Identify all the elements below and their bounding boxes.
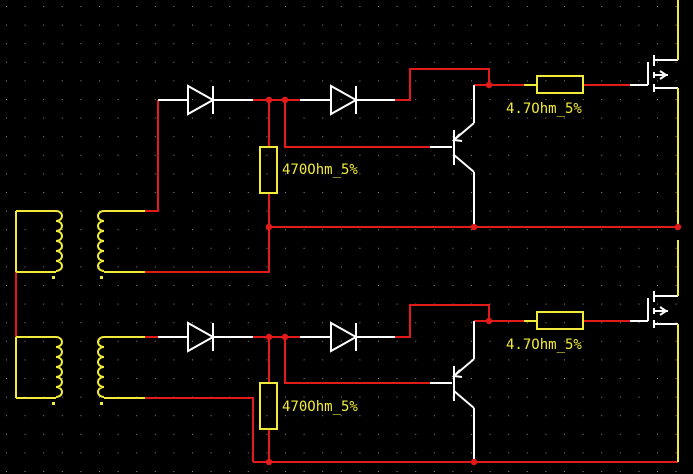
top-secondary-leads	[104, 210, 145, 273]
bottom-primary-dot	[52, 402, 55, 405]
junction	[485, 81, 493, 89]
top-primary-leads	[16, 210, 56, 273]
junction	[674, 223, 682, 231]
top-transistor	[430, 85, 475, 227]
junction	[470, 458, 478, 466]
top-collector-feed-wire	[395, 68, 490, 101]
bottom-diode-1	[158, 321, 253, 353]
junction	[265, 333, 273, 341]
top-primary-dot	[52, 276, 55, 279]
bottom-mosfet	[630, 291, 678, 328]
top-base-wire	[284, 100, 430, 148]
junction	[485, 317, 493, 325]
bottom-primary-leads	[16, 336, 56, 399]
top-diode-2	[300, 84, 395, 116]
bottom-transistor	[430, 321, 475, 462]
junction	[265, 458, 273, 466]
top-resistor-470	[259, 146, 278, 194]
top-secondary-dot	[100, 276, 103, 279]
junction	[281, 333, 289, 341]
top-diode-1	[158, 84, 253, 116]
junctions	[265, 81, 682, 466]
top-return-wire	[145, 227, 270, 273]
top-secondary-wire	[145, 100, 159, 212]
junction	[470, 223, 478, 231]
resistors	[259, 75, 584, 430]
bottom-resistor-470	[259, 382, 278, 430]
top-resistor-label: 470Ohm_5%	[282, 162, 358, 178]
junction	[265, 96, 273, 104]
bottom-gate-resistor-label: 4.7Ohm_5%	[506, 337, 582, 353]
bottom-base-wire	[284, 337, 430, 384]
bottom-diode-2	[300, 321, 395, 353]
top-gate-resistor-label: 4.7Ohm_5%	[506, 101, 582, 117]
top-mosfet	[630, 55, 678, 92]
bottom-secondary-leads	[104, 336, 145, 399]
bottom-return-wire	[145, 397, 254, 462]
bottom-transformer	[15, 336, 145, 399]
diodes	[158, 84, 395, 353]
junction	[265, 223, 273, 231]
junction	[281, 96, 289, 104]
bottom-secondary-dot	[100, 402, 103, 405]
bottom-collector-feed-wire	[395, 304, 490, 338]
top-transformer	[15, 210, 145, 273]
bottom-resistor-label: 470Ohm_5%	[282, 399, 358, 415]
